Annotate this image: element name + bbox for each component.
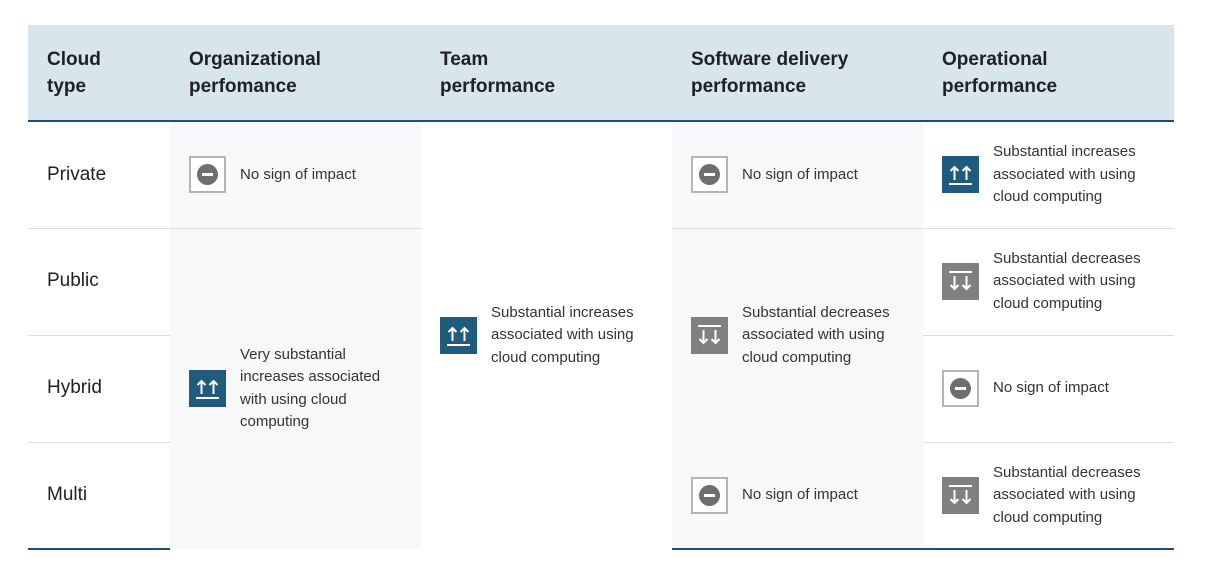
header-organizational-performance: Organizational perfomance <box>170 25 421 122</box>
impact-text: Very substantial increases associated wi… <box>240 345 381 431</box>
cell-software-delivery-public-hybrid: Substantial decreases associated with us… <box>672 228 923 442</box>
header-operational-performance: Operational performance <box>923 25 1174 122</box>
cell-private-organizational: No sign of impact <box>170 121 421 229</box>
row-label-public: Public <box>28 228 170 336</box>
impact-text: Substantial decreases associated with us… <box>993 249 1141 312</box>
minus-circle-icon <box>942 370 979 407</box>
table-row: Public Very substantial increases associ… <box>28 228 1174 549</box>
minus-circle-icon <box>189 156 226 194</box>
impact-text: No sign of impact <box>742 485 858 503</box>
header-operational-label: Operational performance <box>942 48 1058 97</box>
double-down-arrow-icon <box>691 316 728 354</box>
table-row: Multi No sign of impact Substantial decr… <box>28 442 1174 550</box>
header-cloud-type: Cloud type <box>28 25 170 122</box>
cell-private-operational: Substantial increases associated with us… <box>923 121 1174 229</box>
double-down-arrow-icon <box>942 476 979 514</box>
row-label-hybrid: Hybrid <box>28 335 170 443</box>
impact-text: Substantial increases associated with us… <box>993 143 1136 205</box>
header-software-delivery-label: Software delivery performance <box>691 48 849 97</box>
header-cloud-type-label: Cloud type <box>47 48 101 97</box>
cell-hybrid-operational: No sign of impact <box>923 335 1174 443</box>
minus-circle-icon <box>691 156 728 194</box>
cell-private-software-delivery: No sign of impact <box>672 121 923 229</box>
impact-text: No sign of impact <box>742 165 858 183</box>
row-label-private: Private <box>28 121 170 229</box>
impact-text: No sign of impact <box>240 165 356 183</box>
double-up-arrow-icon <box>942 156 979 194</box>
header-row: Cloud type Organizational perfomance Tea… <box>28 25 1174 122</box>
double-up-arrow-icon <box>189 370 226 408</box>
table-row: Hybrid No sign of impact <box>28 335 1174 443</box>
impact-text: Substantial decreases associated with us… <box>742 303 890 366</box>
table-row: Private No sign of impact Substantial in… <box>28 121 1174 549</box>
cloud-impact-table: Cloud type Organizational perfomance Tea… <box>28 25 1174 550</box>
double-down-arrow-icon <box>942 263 979 300</box>
cell-public-operational: Substantial decreases associated with us… <box>923 228 1174 336</box>
double-up-arrow-icon <box>440 317 477 354</box>
header-team-label: Team performance <box>440 48 556 97</box>
cell-multi-operational: Substantial decreases associated with us… <box>923 442 1174 550</box>
impact-text: Substantial decreases associated with us… <box>993 463 1141 526</box>
impact-text: No sign of impact <box>993 379 1109 397</box>
minus-circle-icon <box>691 476 728 514</box>
header-organizational-label: Organizational perfomance <box>189 48 321 97</box>
cloud-impact-table-container: Cloud type Organizational perfomance Tea… <box>28 25 1174 550</box>
impact-text: Substantial increases associated with us… <box>491 303 634 366</box>
cell-team-all: Substantial increases associated with us… <box>421 121 672 549</box>
cell-organizational-public-hybrid-multi: Very substantial increases associated wi… <box>170 228 421 549</box>
cell-multi-software-delivery: No sign of impact <box>672 442 923 550</box>
row-label-multi: Multi <box>28 442 170 550</box>
header-software-delivery-performance: Software delivery performance <box>672 25 923 122</box>
header-team-performance: Team performance <box>421 25 672 122</box>
